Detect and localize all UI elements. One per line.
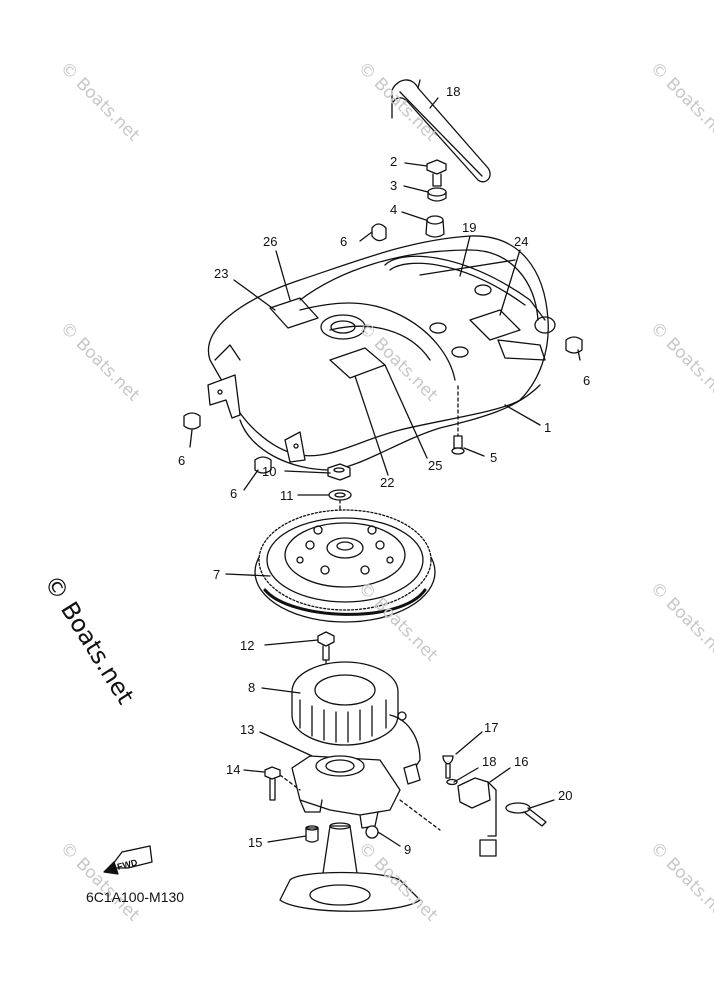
callout-9: 9 [404, 842, 411, 857]
bolt-part-2 [426, 159, 447, 187]
grommet-part-6d [254, 456, 272, 474]
callout-11: 11 [280, 488, 294, 503]
flywheel-part-7 [254, 509, 436, 623]
callout-labels: 18 2 3 4 6 26 23 19 24 6 1 5 25 22 6 6 1… [178, 84, 590, 857]
callout-12: 12 [240, 638, 254, 653]
callout-25: 25 [428, 458, 442, 473]
callout-19: 20 [558, 788, 572, 803]
fwd-label: FWD [116, 857, 139, 872]
grommet-part-4 [425, 215, 445, 238]
callout-2: 2 [390, 154, 397, 169]
screw-part-17 [442, 755, 454, 779]
callout-23: 23 [214, 266, 228, 281]
callout-5: 5 [490, 450, 497, 465]
callout-18: 18 [482, 754, 496, 769]
stator-base-part-13 [291, 755, 401, 829]
grommet-part-6c [183, 412, 201, 430]
hose-part [391, 79, 491, 183]
grommet-part-6a [371, 223, 387, 242]
callout-26: 26 [263, 234, 277, 249]
callout-17: 17 [484, 720, 498, 735]
leader-lines [189, 97, 581, 847]
callout-6a: 6 [340, 234, 347, 249]
bolt-part-14 [264, 766, 301, 801]
callout-4: 4 [390, 202, 397, 217]
callout-24: 24 [514, 234, 528, 249]
callout-20: 18 [446, 84, 460, 99]
callout-16: 16 [514, 754, 528, 769]
callout-8: 8 [248, 680, 255, 695]
washer-part-18 [446, 778, 458, 786]
grommet-part-6b [565, 336, 583, 354]
callout-1: 1 [544, 420, 551, 435]
stator-part-8 [291, 661, 421, 785]
flywheel-cover-part-1 [207, 235, 556, 471]
callout-6c: 6 [178, 453, 185, 468]
callout-6b: 6 [583, 373, 590, 388]
callout-10: 10 [262, 464, 276, 479]
callout-14: 14 [226, 762, 240, 777]
crankshaft-base [279, 822, 421, 912]
callout-3: 3 [390, 178, 397, 193]
clamp-part-19 [505, 802, 547, 827]
bolt-part-12 [317, 631, 335, 661]
callout-7: 7 [213, 567, 220, 582]
callout-6d: 6 [230, 486, 237, 501]
diagram-code: 6C1A100-M130 [86, 889, 185, 905]
pin-part-15 [305, 825, 319, 843]
fwd-arrow-icon [103, 845, 153, 875]
washer-part-11 [328, 489, 352, 501]
nut-part-10 [327, 463, 351, 481]
callout-13: 13 [240, 722, 254, 737]
washer-part-3 [427, 187, 447, 202]
pulser-coil-part-16 [399, 777, 497, 857]
dowel-part-9 [365, 825, 379, 839]
callout-21: 19 [462, 220, 476, 235]
callout-15: 15 [248, 835, 262, 850]
callout-22: 22 [380, 475, 394, 490]
screw-part-5 [451, 385, 465, 455]
